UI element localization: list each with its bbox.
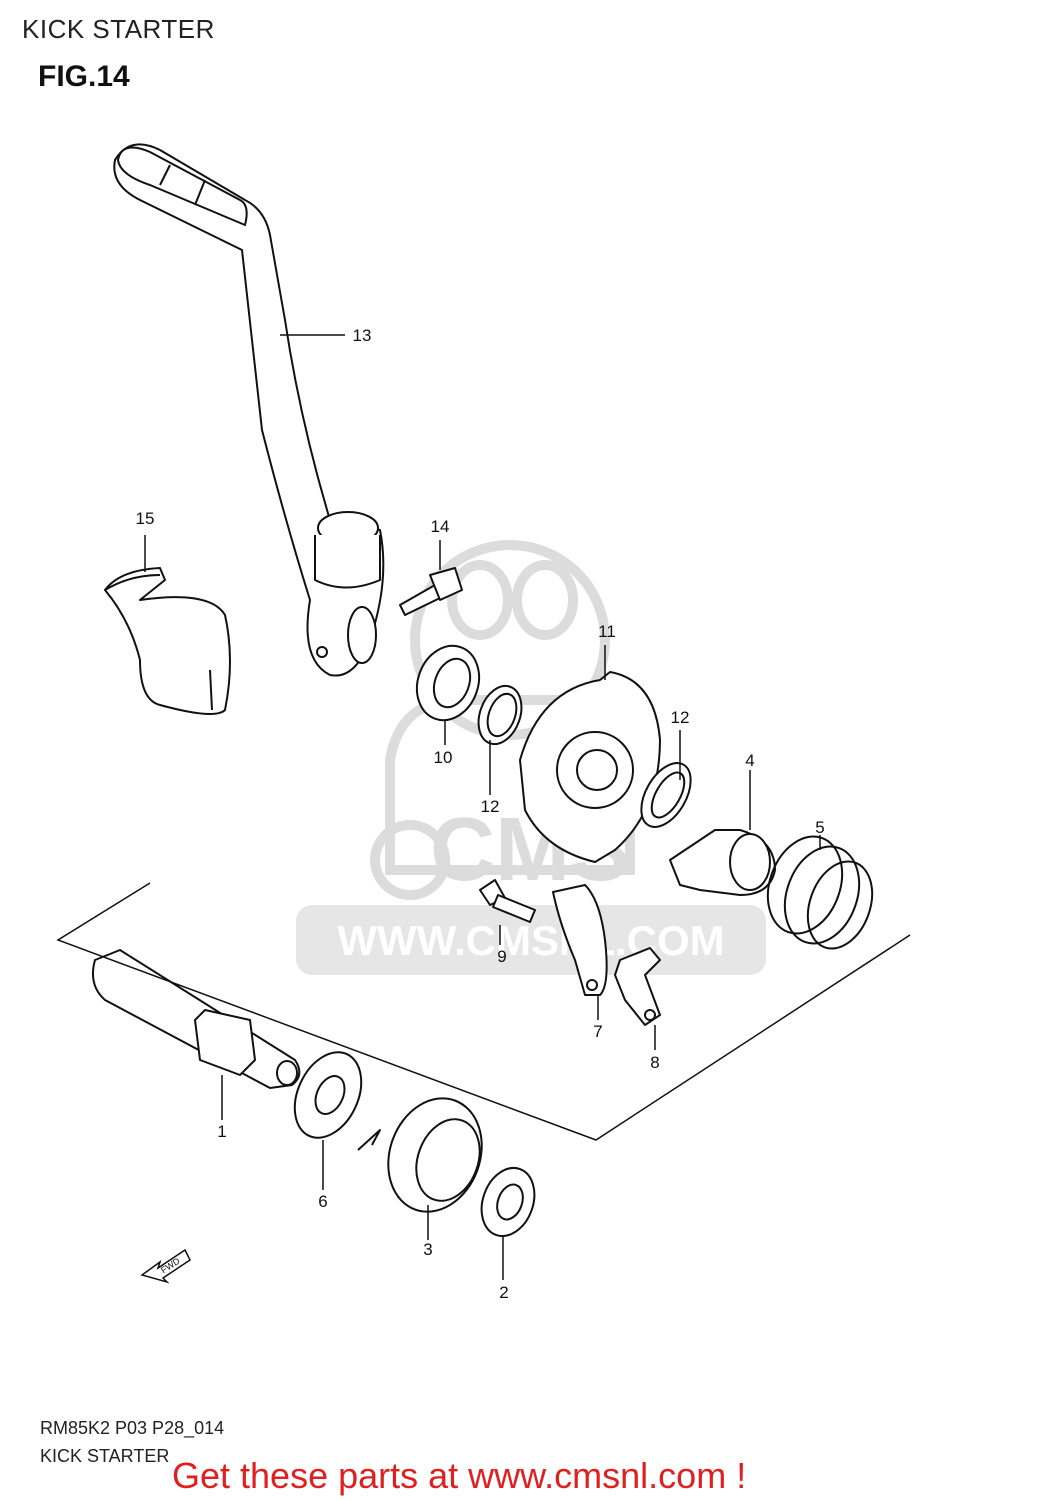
diagram-section-name: KICK STARTER bbox=[40, 1446, 170, 1466]
ratchet-part bbox=[669, 829, 776, 896]
callout-11: 11 bbox=[598, 622, 616, 641]
watermark-url: WWW.CMSNL.COM bbox=[337, 917, 724, 964]
kick-shaft-part bbox=[92, 949, 301, 1089]
callout-8: 8 bbox=[650, 1053, 659, 1072]
spring-3-part bbox=[357, 1097, 483, 1213]
page-header-title: KICK STARTER bbox=[22, 14, 215, 44]
kick-lever-part bbox=[113, 143, 385, 677]
boot-cover-part bbox=[104, 567, 231, 715]
callout-14: 14 bbox=[431, 517, 450, 536]
leader-lines bbox=[144, 334, 821, 1280]
washer-6-part bbox=[293, 1051, 363, 1139]
bolt-9-part bbox=[479, 879, 536, 923]
circlip-part bbox=[480, 1167, 536, 1237]
callout-12b: 12 bbox=[671, 708, 690, 727]
figure-number: FIG.14 bbox=[38, 60, 130, 93]
bolt-14-part bbox=[399, 567, 463, 616]
callout-5: 5 bbox=[815, 818, 824, 837]
callout-9: 9 bbox=[497, 947, 506, 966]
promo-banner-text[interactable]: Get these parts at www.cmsnl.com ! bbox=[172, 1455, 747, 1496]
callout-2: 2 bbox=[499, 1283, 508, 1302]
callout-15: 15 bbox=[136, 509, 155, 528]
callout-12a: 12 bbox=[481, 797, 500, 816]
washer-12a-part bbox=[477, 684, 523, 746]
callout-1: 1 bbox=[217, 1122, 226, 1141]
guide-plate-part bbox=[614, 947, 661, 1026]
callout-13: 13 bbox=[353, 326, 372, 345]
callout-10: 10 bbox=[434, 748, 453, 767]
spring-5-part bbox=[766, 835, 874, 950]
callout-4: 4 bbox=[745, 751, 754, 770]
assembly-plane bbox=[56, 882, 911, 1141]
kick-gear-part bbox=[519, 671, 661, 863]
callout-3: 3 bbox=[423, 1240, 432, 1259]
forward-direction-arrow: FWD bbox=[140, 1248, 191, 1284]
callout-6: 6 bbox=[318, 1192, 327, 1211]
callout-7: 7 bbox=[593, 1022, 602, 1041]
stopper-plate-part bbox=[552, 884, 608, 996]
oil-seal-part bbox=[415, 644, 481, 722]
diagram-reference-code: RM85K2 P03 P28_014 bbox=[40, 1418, 225, 1438]
